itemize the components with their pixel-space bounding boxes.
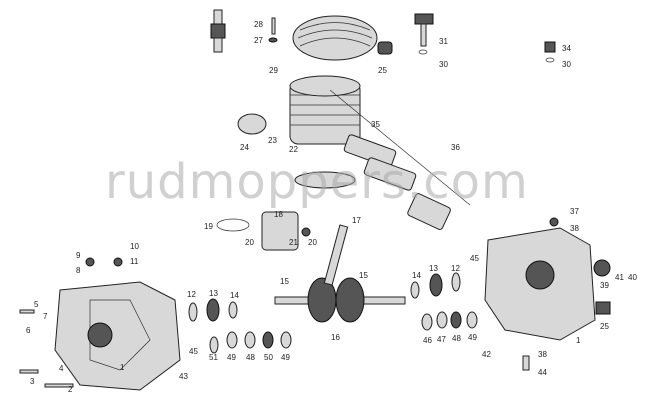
label-45: 45 [470, 254, 479, 263]
screws [19, 217, 559, 388]
label-37: 37 [570, 207, 579, 216]
label-4: 4 [59, 364, 64, 373]
label-25b: 25 [600, 322, 609, 331]
piston [216, 211, 311, 251]
cylinder [289, 75, 361, 145]
label-19: 19 [204, 222, 213, 231]
label-7: 7 [43, 312, 48, 321]
label-40: 40 [628, 273, 637, 282]
label-2: 2 [68, 385, 73, 394]
label-15b: 15 [359, 271, 368, 280]
label-49b: 49 [227, 353, 236, 362]
label-20: 20 [245, 238, 254, 247]
label-45b: 45 [189, 347, 198, 356]
label-50: 50 [264, 353, 273, 362]
label-23: 23 [268, 136, 277, 145]
label-47: 47 [437, 335, 446, 344]
bearings-left [188, 298, 292, 354]
decompression-valve [414, 13, 434, 55]
head-bolt [268, 17, 278, 43]
label-51: 51 [209, 353, 218, 362]
label-44: 44 [538, 368, 547, 377]
label-35: 35 [371, 120, 380, 129]
label-38: 38 [570, 224, 579, 233]
label-39: 39 [600, 281, 609, 290]
label-34: 34 [562, 44, 571, 53]
label-46: 46 [423, 336, 432, 345]
label-20b: 20 [308, 238, 317, 247]
label-10: 10 [130, 242, 139, 251]
label-13b: 13 [209, 289, 218, 298]
label-41: 41 [615, 273, 624, 282]
label-30b: 30 [562, 60, 571, 69]
label-5: 5 [34, 300, 39, 309]
bearings-right [410, 272, 478, 331]
label-1b: 1 [120, 363, 125, 372]
label-18: 18 [274, 210, 283, 219]
part-number-labels: 28 27 29 25 31 30 34 30 35 23 24 36 22 1… [26, 20, 637, 394]
label-49c: 49 [281, 353, 290, 362]
label-12: 12 [451, 264, 460, 273]
label-38b: 38 [538, 350, 547, 359]
watermark: rudmoppers.com [105, 154, 529, 210]
label-8: 8 [76, 266, 81, 275]
label-14b: 14 [230, 291, 239, 300]
label-22: 22 [289, 145, 298, 154]
label-12b: 12 [187, 290, 196, 299]
label-31: 31 [439, 37, 448, 46]
label-21: 21 [289, 238, 298, 247]
label-43: 43 [179, 372, 188, 381]
label-29: 29 [269, 66, 278, 75]
spark-plug [210, 9, 226, 53]
base-gasket [294, 171, 356, 189]
label-27: 27 [254, 36, 263, 45]
label-48: 48 [452, 334, 461, 343]
label-25: 25 [378, 66, 387, 75]
right-crankcase [484, 227, 611, 341]
crankshaft [274, 224, 406, 323]
label-49: 49 [468, 333, 477, 342]
label-15: 15 [280, 277, 289, 286]
label-11: 11 [130, 257, 139, 266]
label-6: 6 [26, 326, 31, 335]
label-16: 16 [331, 333, 340, 342]
cylinder-head [292, 15, 393, 61]
label-24: 24 [240, 143, 249, 152]
label-17: 17 [352, 216, 361, 225]
plug-34 [544, 41, 556, 63]
label-14: 14 [412, 271, 421, 280]
label-48b: 48 [246, 353, 255, 362]
label-9: 9 [76, 251, 81, 260]
label-1: 1 [576, 336, 581, 345]
exhaust-gaskets [329, 89, 471, 230]
label-36: 36 [451, 143, 460, 152]
piston-ring-part [237, 113, 267, 135]
label-28: 28 [254, 20, 263, 29]
label-13: 13 [429, 264, 438, 273]
label-42: 42 [482, 350, 491, 359]
label-30: 30 [439, 60, 448, 69]
label-3: 3 [30, 377, 35, 386]
left-crankcase [54, 281, 181, 391]
